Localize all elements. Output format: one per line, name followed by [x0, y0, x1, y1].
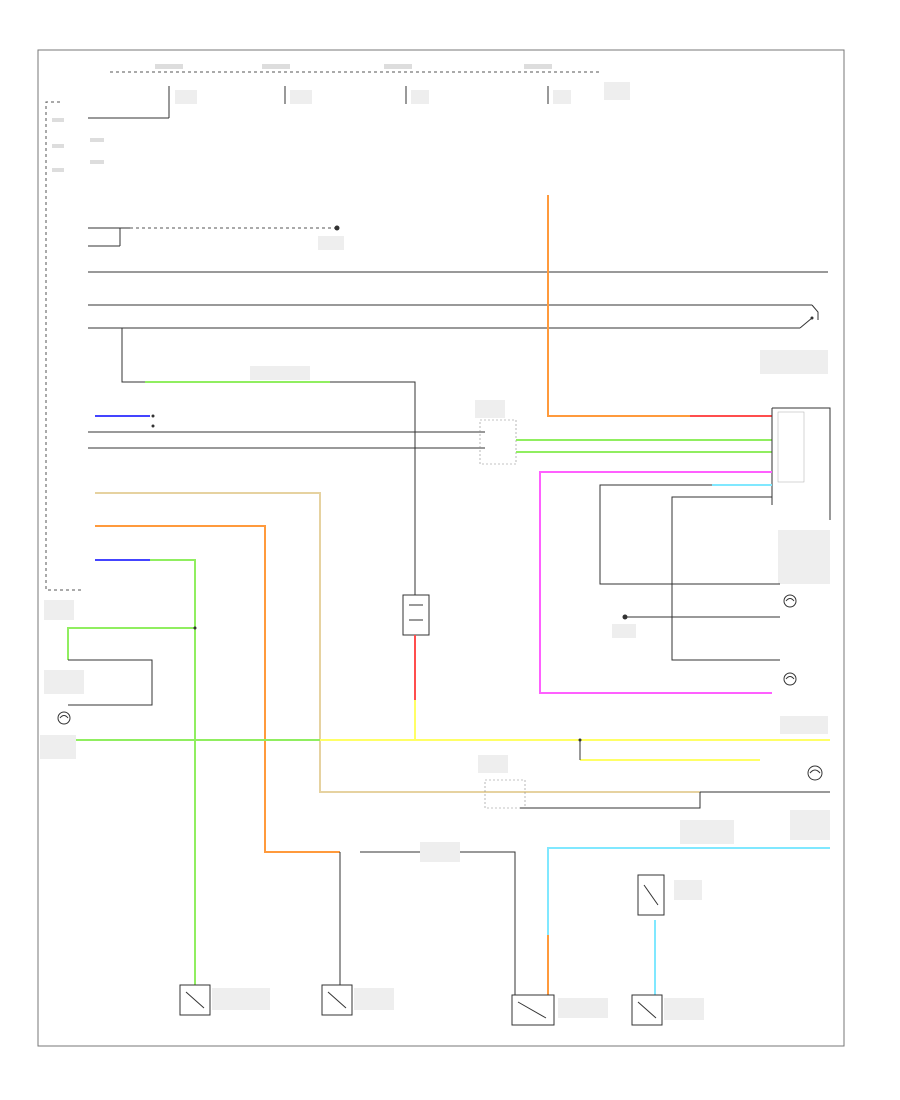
switch-icon [179, 984, 270, 1016]
switch-icon [511, 994, 608, 1026]
ground-icon [334, 225, 340, 231]
wire-orange-left [95, 525, 340, 853]
wire-black-lower-center [360, 851, 516, 995]
top-fuse-labels [155, 64, 552, 69]
ground-icon [622, 614, 628, 620]
diagram-border [37, 49, 845, 1047]
top-fuse-stubs [168, 82, 630, 104]
wire-green-left [150, 559, 196, 990]
wire-black-to-switch [330, 381, 416, 595]
left-door-switch [475, 400, 517, 465]
body-control-module-outline [45, 101, 84, 591]
wire-pink-loop [539, 471, 772, 694]
wire-black-return-1 [599, 484, 780, 585]
right-switch-top [760, 316, 828, 374]
lower-door-switch [478, 755, 526, 809]
wire-tan [95, 492, 700, 793]
wire-black-lower-right [520, 792, 701, 809]
bulb-icon [57, 711, 71, 725]
wire-black-return-2 [671, 496, 780, 661]
bulb-icon [783, 594, 797, 608]
wire-black-2-drop [811, 304, 819, 320]
bulb-icon [807, 765, 823, 781]
switch-icon [637, 874, 665, 916]
wire-black-left-loop [68, 659, 153, 706]
wire-green-upper [121, 328, 145, 383]
switch-icon [44, 600, 84, 694]
wire-cyan-lower [547, 847, 830, 995]
upper-ground [88, 225, 344, 250]
wire-orange-top [547, 195, 690, 417]
switch-icon [631, 994, 704, 1026]
switch-icon [321, 984, 394, 1016]
right-unit-pins [771, 408, 830, 584]
right-control-unit-outline [772, 407, 831, 520]
center-door-switch [402, 594, 430, 636]
bulb-icon [783, 672, 797, 686]
wire-green-left-branch [67, 627, 195, 660]
left-module-pins [52, 104, 170, 172]
